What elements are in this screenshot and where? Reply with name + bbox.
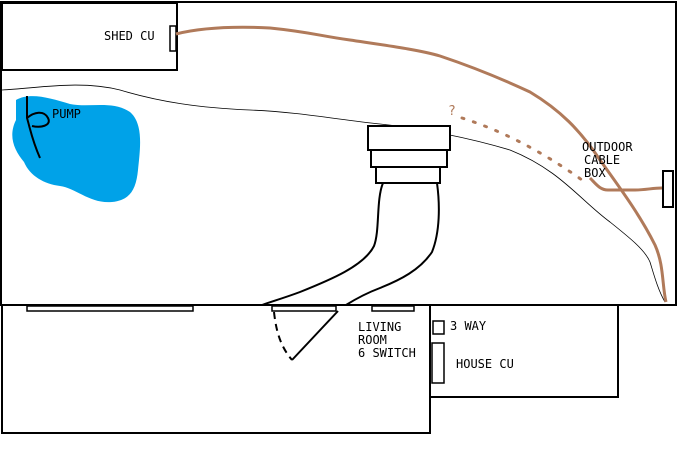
arch-top-tier xyxy=(367,125,451,151)
path-right-edge xyxy=(345,182,440,306)
house-main xyxy=(1,304,431,434)
three-way-label: 3 WAY xyxy=(450,319,487,333)
three-way-switch xyxy=(432,320,445,335)
house-cu-box xyxy=(431,342,445,384)
outdoor-label-line1: OUTDOOR xyxy=(582,140,633,154)
living-room-label-line2: ROOM xyxy=(358,333,387,347)
shed xyxy=(1,2,178,71)
arch-bottom-tier xyxy=(375,166,441,184)
shed-cu-box xyxy=(169,25,177,52)
window-left xyxy=(26,305,194,312)
pond xyxy=(12,96,141,203)
dotted-possible-route xyxy=(460,116,584,182)
outdoor-label-line3: BOX xyxy=(584,166,606,180)
house-cu-label: HOUSE CU xyxy=(456,357,514,371)
pump-label: PUMP xyxy=(52,107,81,121)
outdoor-label-line2: CABLE xyxy=(584,153,620,167)
window-right xyxy=(371,305,415,312)
cable-shed-to-house xyxy=(175,25,668,303)
door-frame xyxy=(271,305,337,312)
shed-cu-label: SHED CU xyxy=(104,29,155,43)
living-room-label-line1: LIVING xyxy=(358,320,401,334)
outdoor-cable-box xyxy=(662,170,674,208)
arch-middle-tier xyxy=(370,149,448,168)
path-left-edge xyxy=(261,182,384,306)
cable-to-outdoor-box xyxy=(588,176,663,192)
question-mark: ? xyxy=(448,104,456,119)
door-swing-arc xyxy=(273,311,293,361)
house-extension xyxy=(429,304,619,398)
pump-icon xyxy=(26,96,50,159)
living-room-label-line3: 6 SWITCH xyxy=(358,346,416,360)
door-swing-leaf xyxy=(291,310,339,361)
